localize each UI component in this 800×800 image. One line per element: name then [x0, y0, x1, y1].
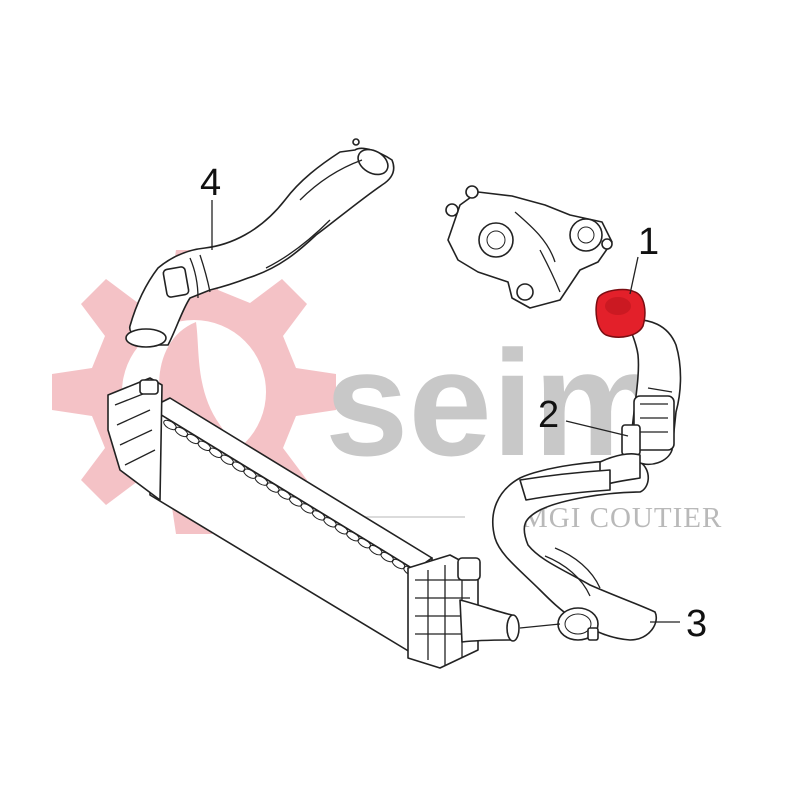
callout-2: 2	[538, 394, 559, 436]
fin-slot	[174, 426, 189, 438]
fin-slot	[231, 461, 246, 472]
fin-slot	[391, 558, 406, 570]
fin-slot	[368, 544, 383, 556]
fin-slot	[346, 531, 360, 542]
part-2-pipe-with-clamp	[519, 318, 682, 501]
fin-slot	[277, 489, 292, 500]
fin-slot	[288, 496, 303, 507]
callout-4: 4	[200, 162, 221, 204]
part-1-seal-highlighted	[595, 288, 646, 338]
fin-slot	[186, 433, 200, 445]
seim-logo-watermark: seim MGI COUTIER	[325, 319, 722, 534]
callout-3: 3	[686, 603, 707, 645]
fin-slot	[334, 524, 349, 535]
part-3-lower-hose	[491, 460, 657, 641]
fin-slot	[220, 454, 234, 465]
intercooler	[107, 377, 520, 669]
callout-1: 1	[638, 221, 659, 263]
brand-text: MGI COUTIER	[522, 502, 722, 534]
fin-slot	[254, 475, 269, 486]
fin-slot	[197, 440, 212, 452]
part-4-intake-hose	[125, 138, 395, 348]
fin-slot	[311, 510, 326, 521]
fin-slot	[300, 503, 314, 514]
fin-slot	[163, 419, 177, 431]
fin-slot	[208, 447, 223, 458]
turbocharger	[445, 185, 613, 309]
fin-slot	[380, 551, 394, 563]
fin-slot	[266, 482, 280, 493]
fin-slot	[243, 468, 257, 479]
fin-slot	[323, 517, 337, 528]
callout-labels: 1 2 3 4	[200, 162, 707, 645]
fin-slot	[357, 538, 372, 549]
leader-lines	[211, 200, 680, 629]
